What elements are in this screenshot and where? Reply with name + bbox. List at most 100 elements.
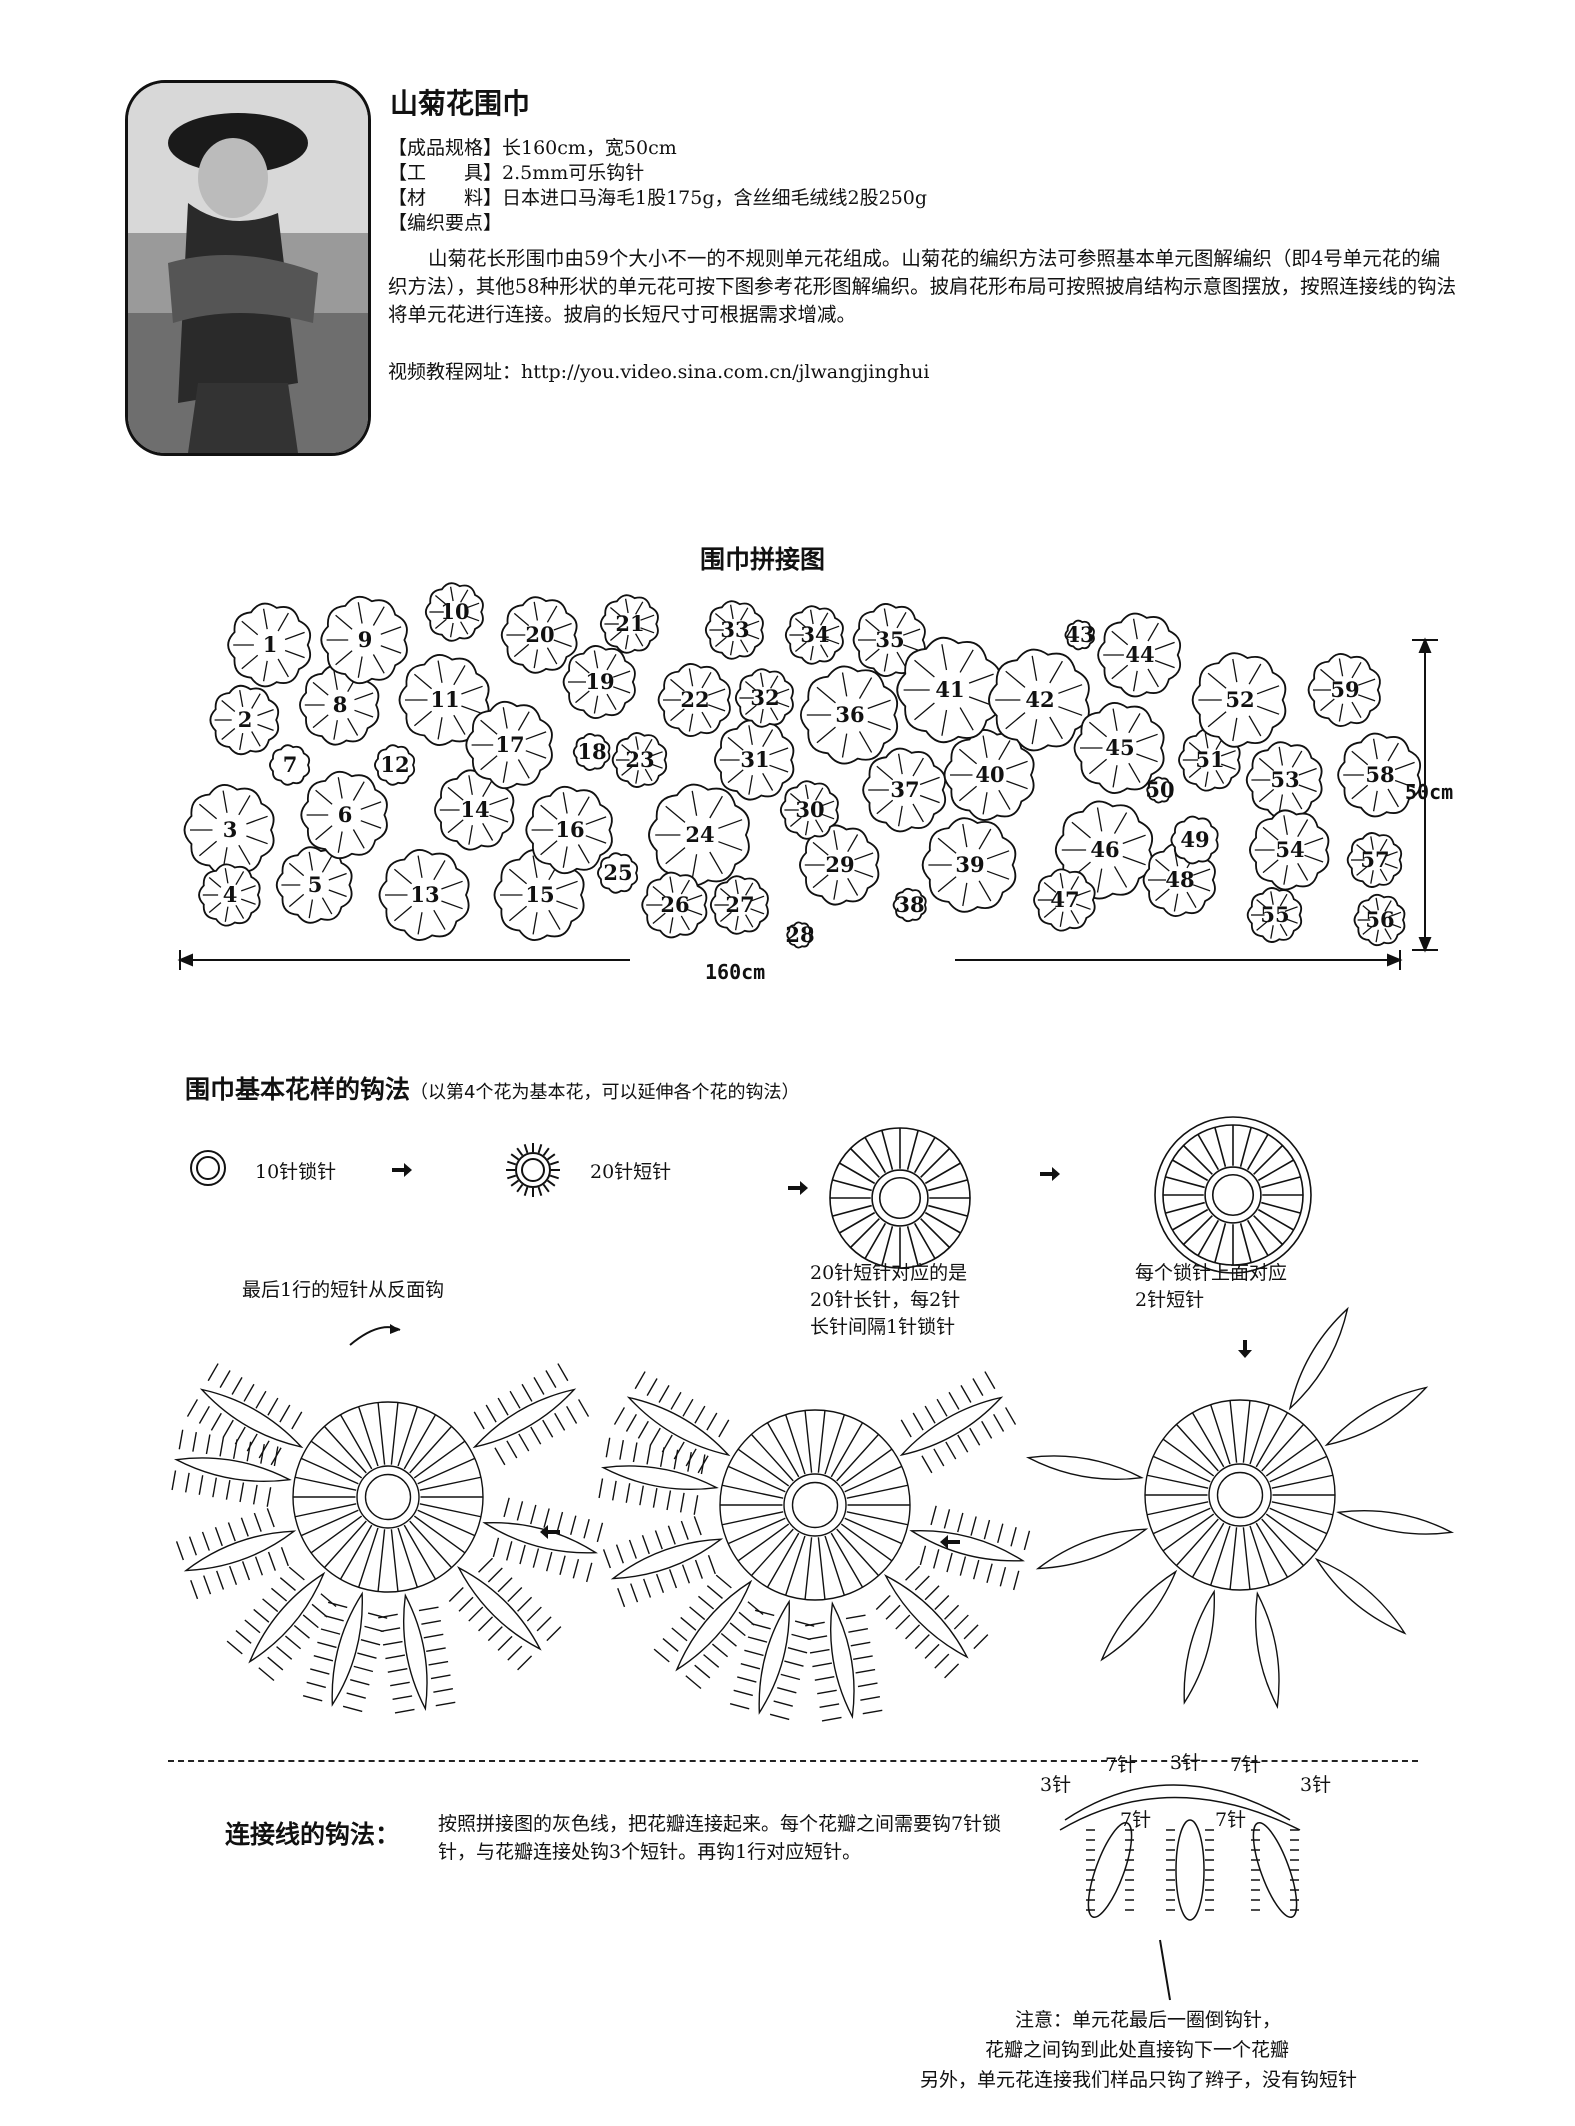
flower-number: 6 — [338, 802, 353, 827]
layout-flower: 47 — [1033, 868, 1096, 932]
layout-flower: 8 — [299, 664, 380, 746]
layout-flower: 6 — [300, 770, 388, 860]
flower-number: 47 — [1050, 887, 1079, 912]
layout-flower: 41 — [896, 636, 1002, 744]
flower-number: 38 — [895, 892, 924, 917]
flower-number: 12 — [380, 752, 409, 777]
spec-size: 【成品规格】长160cm，宽50cm — [388, 137, 677, 159]
layout-flower: 25 — [597, 852, 639, 894]
flower-number: 33 — [720, 617, 749, 642]
flower-number: 59 — [1330, 677, 1359, 702]
flower-number: 23 — [625, 747, 654, 772]
layout-flower: 17 — [465, 700, 553, 790]
basic-pattern-heading: 围巾基本花样的钩法 — [185, 1075, 411, 1104]
layout-flower: 1 — [227, 602, 311, 688]
layout-flower: 39 — [921, 817, 1017, 913]
layout-flower: 44 — [1097, 612, 1181, 698]
flower-number: 40 — [975, 762, 1004, 787]
stitch-flower — [598, 1371, 1031, 1722]
note-line-1: 注意：单元花最后一圈倒钩针， — [1015, 2009, 1282, 2031]
flower-number: 56 — [1365, 907, 1394, 932]
layout-flower: 32 — [734, 668, 794, 728]
layout-flower: 34 — [784, 605, 844, 665]
step2-label: 20针短针 — [590, 1161, 672, 1183]
flower-number: 54 — [1275, 837, 1304, 862]
conn-label-3a: 3针 — [1040, 1774, 1072, 1796]
layout-flower: 49 — [1170, 815, 1219, 865]
connection-title: 连接线的钩法： — [225, 1820, 401, 1849]
layout-diagram-title: 围巾拼接图 — [700, 545, 826, 574]
layout-flower: 53 — [1245, 741, 1323, 819]
layout-flower: 9 — [320, 595, 408, 685]
flower-number: 42 — [1025, 687, 1054, 712]
flower-number: 13 — [410, 882, 439, 907]
flower-number: 43 — [1065, 622, 1094, 647]
stitch-flower — [171, 1363, 604, 1714]
flower-number: 27 — [725, 892, 754, 917]
product-photo — [125, 80, 371, 456]
layout-flower: 57 — [1346, 832, 1403, 888]
basic-pattern-title: 围巾基本花样的钩法（以第4个花为基本花，可以延伸各个花的钩法） — [185, 1070, 799, 1106]
flower-number: 22 — [680, 687, 709, 712]
spec-key-points: 【编织要点】 — [388, 212, 503, 234]
spec-tool: 【工 具】2.5mm可乐钩针 — [388, 162, 645, 184]
flower-number: 53 — [1270, 767, 1299, 792]
layout-flower: 55 — [1246, 887, 1303, 943]
layout-flower: 58 — [1337, 732, 1421, 818]
flower-number: 25 — [603, 860, 632, 885]
layout-flower: 52 — [1191, 652, 1287, 748]
layout-flower: 10 — [424, 582, 484, 642]
section-divider — [168, 1760, 1418, 1762]
conn-label-7a: 7针 — [1105, 1754, 1137, 1776]
layout-flower: 18 — [572, 733, 611, 771]
layout-flower: 28 — [785, 921, 815, 949]
flower-number: 3 — [223, 817, 238, 842]
layout-flower: 40 — [943, 729, 1035, 821]
note-line-3: 另外，单元花连接我们样品只钩了辫子，没有钩短针 — [920, 2069, 1358, 2091]
layout-flower: 59 — [1307, 653, 1381, 727]
layout-flower: 54 — [1249, 809, 1330, 891]
layout-flower: 29 — [799, 824, 880, 906]
layout-flower: 3 — [183, 784, 275, 876]
basic-pattern-subtitle: （以第4个花为基本花，可以延伸各个花的钩法） — [410, 1082, 800, 1103]
flower-number: 15 — [525, 882, 554, 907]
conn-label-7c: 7针 — [1120, 1809, 1152, 1831]
flower-number: 51 — [1195, 747, 1224, 772]
flower-number: 16 — [555, 817, 584, 842]
layout-flower: 16 — [525, 785, 613, 875]
layout-flower: 23 — [611, 732, 668, 788]
flower-number: 17 — [495, 732, 524, 757]
flower-number: 21 — [615, 611, 644, 636]
layout-flower: 31 — [714, 719, 795, 801]
width-dimension-label: 160cm — [705, 960, 766, 984]
layout-flower: 51 — [1178, 728, 1241, 792]
layout-flower: 43 — [1064, 619, 1095, 651]
stitch-flower — [1025, 1306, 1455, 1710]
flower-number: 4 — [223, 882, 238, 907]
layout-flower: 22 — [657, 663, 731, 737]
conn-label-3c: 3针 — [1300, 1774, 1332, 1796]
flower-number: 1 — [263, 632, 278, 657]
flower-number: 49 — [1180, 827, 1209, 852]
flower-number: 37 — [890, 777, 919, 802]
flower-number: 14 — [460, 797, 489, 822]
page-title: 山菊花围巾 — [390, 87, 531, 120]
video-url: 视频教程网址：http://you.video.sina.com.cn/jlwa… — [388, 361, 930, 383]
flower-number: 45 — [1105, 735, 1134, 760]
layout-flower: 42 — [988, 648, 1090, 752]
flower-number: 29 — [825, 852, 854, 877]
layout-flower: 24 — [648, 783, 750, 887]
flower-number: 11 — [430, 687, 459, 712]
flower-number: 2 — [238, 707, 253, 732]
flower-number: 46 — [1090, 837, 1119, 862]
layout-flower: 12 — [374, 744, 416, 786]
flower-number: 55 — [1260, 902, 1289, 927]
conn-label-7d: 7针 — [1215, 1809, 1247, 1831]
layout-flower: 30 — [779, 780, 839, 840]
flower-number: 36 — [835, 702, 864, 727]
layout-flower: 26 — [641, 871, 708, 939]
layout-flower: 36 — [799, 665, 898, 765]
step4-note: 每个锁针上面对应 2针短针 — [1135, 1262, 1288, 1311]
